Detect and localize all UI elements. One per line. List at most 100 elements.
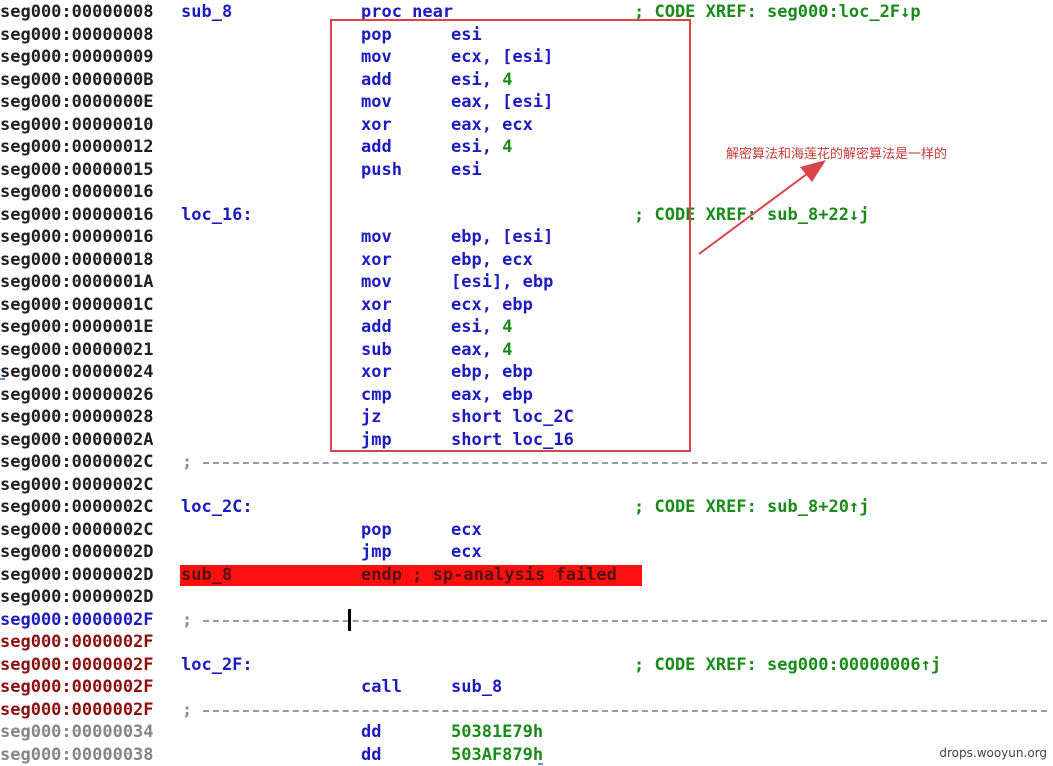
address[interactable]: seg000:00000008 [0, 24, 154, 45]
operand[interactable]: esi [451, 159, 482, 182]
address[interactable]: seg000:00000008 [0, 2, 154, 22]
label-row[interactable]: seg000:00000008 sub_8 proc near ; CODE XREF… [0, 1, 1053, 24]
operand[interactable]: esi, 4 [451, 316, 512, 339]
code-label[interactable]: sub_8 [181, 564, 233, 585]
address[interactable]: seg000:0000002D [0, 542, 154, 562]
operand[interactable]: ecx, ebp [451, 294, 533, 317]
operand[interactable]: ebp, ebp [451, 361, 533, 384]
code-row[interactable]: seg000:0000002F [0, 631, 1053, 654]
mnemonic[interactable]: proc near [361, 2, 454, 22]
address[interactable]: seg000:0000002F [0, 654, 154, 675]
code-row[interactable]: seg000:00000016 [0, 181, 1053, 204]
mnemonic[interactable]: mov [361, 92, 392, 112]
mnemonic[interactable]: jmp [361, 542, 392, 562]
operand[interactable]: ecx, [esi] [451, 46, 553, 69]
mnemonic[interactable]: jz [361, 407, 382, 427]
xref-comment[interactable]: ; CODE XREF: sub_8+20↑j [634, 497, 870, 517]
operand[interactable]: ecx [451, 519, 482, 542]
operand[interactable]: ebp, ecx [451, 249, 533, 272]
operand[interactable]: sub_8 [451, 676, 502, 699]
address[interactable]: seg000:0000002A [0, 429, 154, 450]
mnemonic[interactable]: sub [361, 339, 392, 360]
code-row[interactable]: seg000:0000001C xor ecx, ebp [0, 294, 1053, 317]
address[interactable]: seg000:0000002C [0, 497, 154, 517]
address[interactable]: seg000:0000002F [0, 632, 154, 652]
mnemonic[interactable]: dd [361, 722, 382, 742]
mnemonic[interactable]: xor [361, 114, 392, 135]
address[interactable]: seg000:0000000B [0, 69, 154, 90]
code-label[interactable]: sub_8 [181, 2, 233, 22]
code-row[interactable]: seg000:0000001E add esi, 4 [0, 316, 1053, 339]
address[interactable]: seg000:0000002C [0, 474, 154, 495]
mnemonic[interactable]: xor [361, 362, 392, 382]
address[interactable]: seg000:0000001A [0, 272, 154, 292]
label-row[interactable]: seg000:0000002F loc_2F: ; CODE XREF: seg00… [0, 654, 1053, 677]
mnemonic[interactable]: add [361, 317, 392, 337]
xref-comment[interactable]: ; CODE XREF: seg000:loc_2F↓p [634, 2, 921, 22]
code-label[interactable]: loc_16: [181, 204, 253, 225]
code-row[interactable]: seg000:00000012 add esi, 4 [0, 136, 1053, 159]
operand[interactable]: eax, ecx [451, 114, 533, 137]
mnemonic[interactable]: mov [361, 227, 392, 247]
xref-comment[interactable]: ; CODE XREF: seg000:00000006↑j [634, 654, 942, 675]
address[interactable]: seg000:00000012 [0, 137, 154, 157]
address[interactable]: seg000:00000009 [0, 47, 154, 67]
separator-row[interactable]: seg000:0000002C; [0, 451, 1053, 474]
code-row[interactable]: seg000:0000002D jmp ecx [0, 541, 1053, 564]
code-row[interactable]: seg000:00000024 xor ebp, ebp [0, 361, 1053, 384]
address[interactable]: seg000:00000024 [0, 362, 154, 382]
address[interactable]: seg000:0000001C [0, 294, 154, 315]
operand[interactable]: ecx [451, 541, 482, 564]
code-row[interactable]: seg000:0000002D [0, 586, 1053, 609]
address[interactable]: seg000:0000002F [0, 699, 154, 720]
operand[interactable]: short loc_16 [451, 429, 574, 452]
code-row[interactable]: seg000:00000028 jz short loc_2C [0, 406, 1053, 429]
address[interactable]: seg000:00000015 [0, 159, 154, 180]
address[interactable]: seg000:00000026 [0, 384, 154, 405]
operand[interactable]: esi, 4 [451, 136, 512, 159]
code-row[interactable]: seg000:00000009 mov ecx, [esi] [0, 46, 1053, 69]
address[interactable]: seg000:00000028 [0, 407, 154, 427]
operand[interactable]: short loc_2C [451, 406, 574, 429]
address[interactable]: seg000:0000002D [0, 564, 154, 585]
mnemonic[interactable]: mov [361, 47, 392, 67]
address[interactable]: seg000:0000001E [0, 317, 154, 337]
code-row[interactable]: seg000:00000018 xor ebp, ecx [0, 249, 1053, 272]
address[interactable]: seg000:0000002C [0, 519, 154, 540]
code-row[interactable]: seg000:0000001A mov [esi], ebp [0, 271, 1053, 294]
mnemonic[interactable]: add [361, 137, 392, 157]
address[interactable]: seg000:00000018 [0, 249, 154, 270]
mnemonic[interactable]: xor [361, 249, 392, 270]
address[interactable]: seg000:0000002D [0, 587, 154, 607]
separator-row[interactable]: seg000:0000002F; [0, 699, 1053, 722]
operand[interactable]: esi [451, 24, 482, 47]
address[interactable]: seg000:0000002F [0, 677, 154, 697]
operand[interactable]: esi, 4 [451, 69, 512, 92]
code-label[interactable]: loc_2F: [181, 654, 253, 675]
mnemonic[interactable]: pop [361, 519, 392, 540]
address[interactable]: seg000:0000002F [0, 609, 154, 630]
mnemonic[interactable]: xor [361, 294, 392, 315]
operand[interactable]: [esi], ebp [451, 271, 553, 294]
separator-row[interactable]: seg000:0000002F; [0, 609, 1053, 632]
address[interactable]: seg000:00000034 [0, 722, 154, 742]
address[interactable]: seg000:0000002C [0, 452, 154, 472]
code-row[interactable]: seg000:00000034 dd 50381E79h [0, 721, 1053, 744]
address[interactable]: seg000:00000016 [0, 182, 154, 202]
mnemonic[interactable]: mov [361, 272, 392, 292]
operand[interactable]: eax, [esi] [451, 91, 553, 114]
operand[interactable]: 50381E79h [451, 721, 543, 744]
address[interactable]: seg000:00000016 [0, 204, 154, 225]
address[interactable]: seg000:00000016 [0, 227, 154, 247]
address[interactable]: seg000:00000021 [0, 339, 154, 360]
